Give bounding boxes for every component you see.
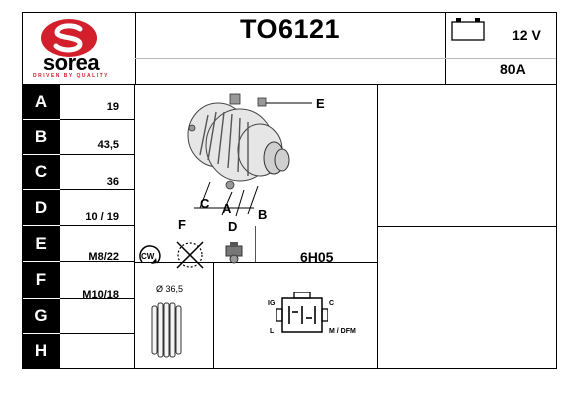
row-letter-e: E [22, 226, 60, 261]
row-letter-h: H [22, 334, 60, 368]
pulley-diameter: Ø 36,5 [156, 284, 184, 294]
row-letter-b: B [22, 120, 60, 154]
row-value-a: 19 [106, 101, 119, 113]
logo-text: sorea [42, 50, 100, 75]
rotation-cw-icon [139, 245, 161, 264]
diagram-label-f: F [178, 217, 186, 232]
terminal-ig: IG [268, 300, 276, 307]
row-value-d: 10 / 19 [85, 211, 119, 223]
connector-terminal-icon [276, 292, 328, 333]
row-value-f: M10/18 [82, 289, 119, 301]
row-value-c: 36 [106, 176, 119, 188]
amperage-value: 80A [500, 61, 526, 77]
battery-icon [451, 18, 485, 41]
connector-code: 6H05 [300, 249, 334, 265]
row-letter-g: G [22, 299, 60, 333]
row-letter-c: C [22, 155, 60, 189]
terminal-c: C [329, 300, 335, 307]
pulley-icon [151, 302, 182, 358]
brand-logo [41, 19, 97, 57]
diagram-label-c: C [200, 196, 210, 211]
no-fan-icon [176, 241, 204, 269]
row-letter-a: A [22, 85, 60, 119]
diagram-label-d: D [228, 219, 238, 234]
logo-tagline: DRIVEN BY QUALITY [33, 73, 109, 79]
row-value-b: 43,5 [97, 139, 119, 151]
logo-s-mark [53, 23, 83, 53]
voltage-value: 12 V [512, 27, 541, 43]
rotation-label: CW [141, 252, 155, 261]
regulator-icon [225, 242, 243, 264]
diagram-label-a: A [222, 201, 232, 216]
alternator-drawing [187, 93, 312, 217]
part-number: TO6121 [239, 14, 341, 44]
diagram-label-b: B [258, 207, 268, 222]
terminal-m-dfm: M / DFM [329, 328, 356, 335]
terminal-l: L [270, 328, 275, 335]
diagram-label-e: E [316, 96, 325, 111]
row-letter-d: D [22, 190, 60, 225]
row-value-e: M8/22 [88, 251, 119, 263]
row-letter-f: F [22, 262, 60, 298]
